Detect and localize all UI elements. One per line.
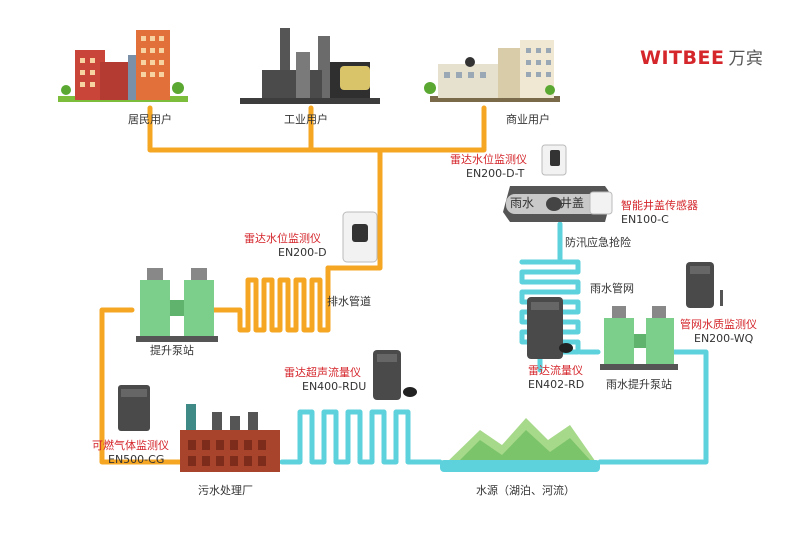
residential-building-illustration xyxy=(58,30,188,102)
sewage-pipes xyxy=(99,105,487,465)
radar-level-top-model: EN200-D-T xyxy=(466,167,525,180)
brand-name: WITBEE xyxy=(640,47,725,69)
device-radar-level-top xyxy=(541,144,567,176)
rain-road-label: 雨水 xyxy=(510,196,535,210)
gas-monitor-model: EN500-CG xyxy=(108,453,165,466)
radar-level-top-name: 雷达水位监测仪 xyxy=(450,153,527,166)
device-water-quality xyxy=(686,262,723,308)
flood-control-label: 防汛应急抢险 xyxy=(565,236,631,249)
lift-pump-label: 提升泵站 xyxy=(150,344,194,357)
drain-pipe-label: 排水管道 xyxy=(327,295,371,308)
plant-to-flow xyxy=(279,409,443,465)
road-manhole-illustration xyxy=(503,186,612,222)
water-source-illustration xyxy=(440,418,600,472)
sewage-plant-label: 污水处理厂 xyxy=(198,484,253,497)
main-drain-vertical xyxy=(325,147,383,271)
residential-branch xyxy=(147,105,383,153)
industrial-building-illustration xyxy=(240,28,380,104)
manhole-sensor-model: EN100-C xyxy=(621,213,669,226)
commercial-user-label: 商业用户 xyxy=(506,113,550,126)
manhole-sensor-name: 智能井盖传感器 xyxy=(621,199,698,212)
rain-lift-pump-station-illustration xyxy=(600,306,678,370)
rain-lift-pump-label: 雨水提升泵站 xyxy=(606,378,672,391)
device-radar-flow xyxy=(527,297,573,359)
drain-zigzag xyxy=(211,265,331,333)
device-radar-level-drain xyxy=(342,211,378,263)
brand-name-cn: 万宾 xyxy=(728,49,764,69)
ultrasonic-flow-name: 雷达超声流量仪 xyxy=(284,366,361,379)
water-source-label: 水源（湖泊、河流） xyxy=(476,484,575,497)
commercial-building-illustration xyxy=(424,40,560,102)
drain-to-network xyxy=(519,221,563,265)
radar-flow-model: EN402-RD xyxy=(528,378,585,391)
manhole-road-label: 井盖 xyxy=(560,196,585,210)
pump-to-plant xyxy=(99,307,183,465)
commercial-branch xyxy=(377,105,487,153)
sewage-plant-illustration xyxy=(180,404,280,472)
water-quality-model: EN200-WQ xyxy=(694,332,754,345)
radar-flow-name: 雷达流量仪 xyxy=(528,364,583,377)
radar-level-drain-name: 雷达水位监测仪 xyxy=(244,232,321,245)
rain-network-label: 雨水管网 xyxy=(590,282,634,295)
ultrasonic-flow-model: EN400-RDU xyxy=(302,380,367,393)
device-ultrasonic-flow xyxy=(373,350,417,400)
rain-right-line xyxy=(597,349,709,465)
device-manhole-sensor xyxy=(589,191,613,215)
residential-user-label: 居民用户 xyxy=(128,113,172,126)
water-quality-name: 管网水质监测仪 xyxy=(680,318,757,331)
device-gas-monitor xyxy=(118,385,150,431)
gas-monitor-name: 可燃气体监测仪 xyxy=(92,439,169,452)
industrial-user-label: 工业用户 xyxy=(284,113,328,126)
radar-level-drain-model: EN200-D xyxy=(278,246,327,259)
lift-pump-station-illustration xyxy=(136,268,218,342)
